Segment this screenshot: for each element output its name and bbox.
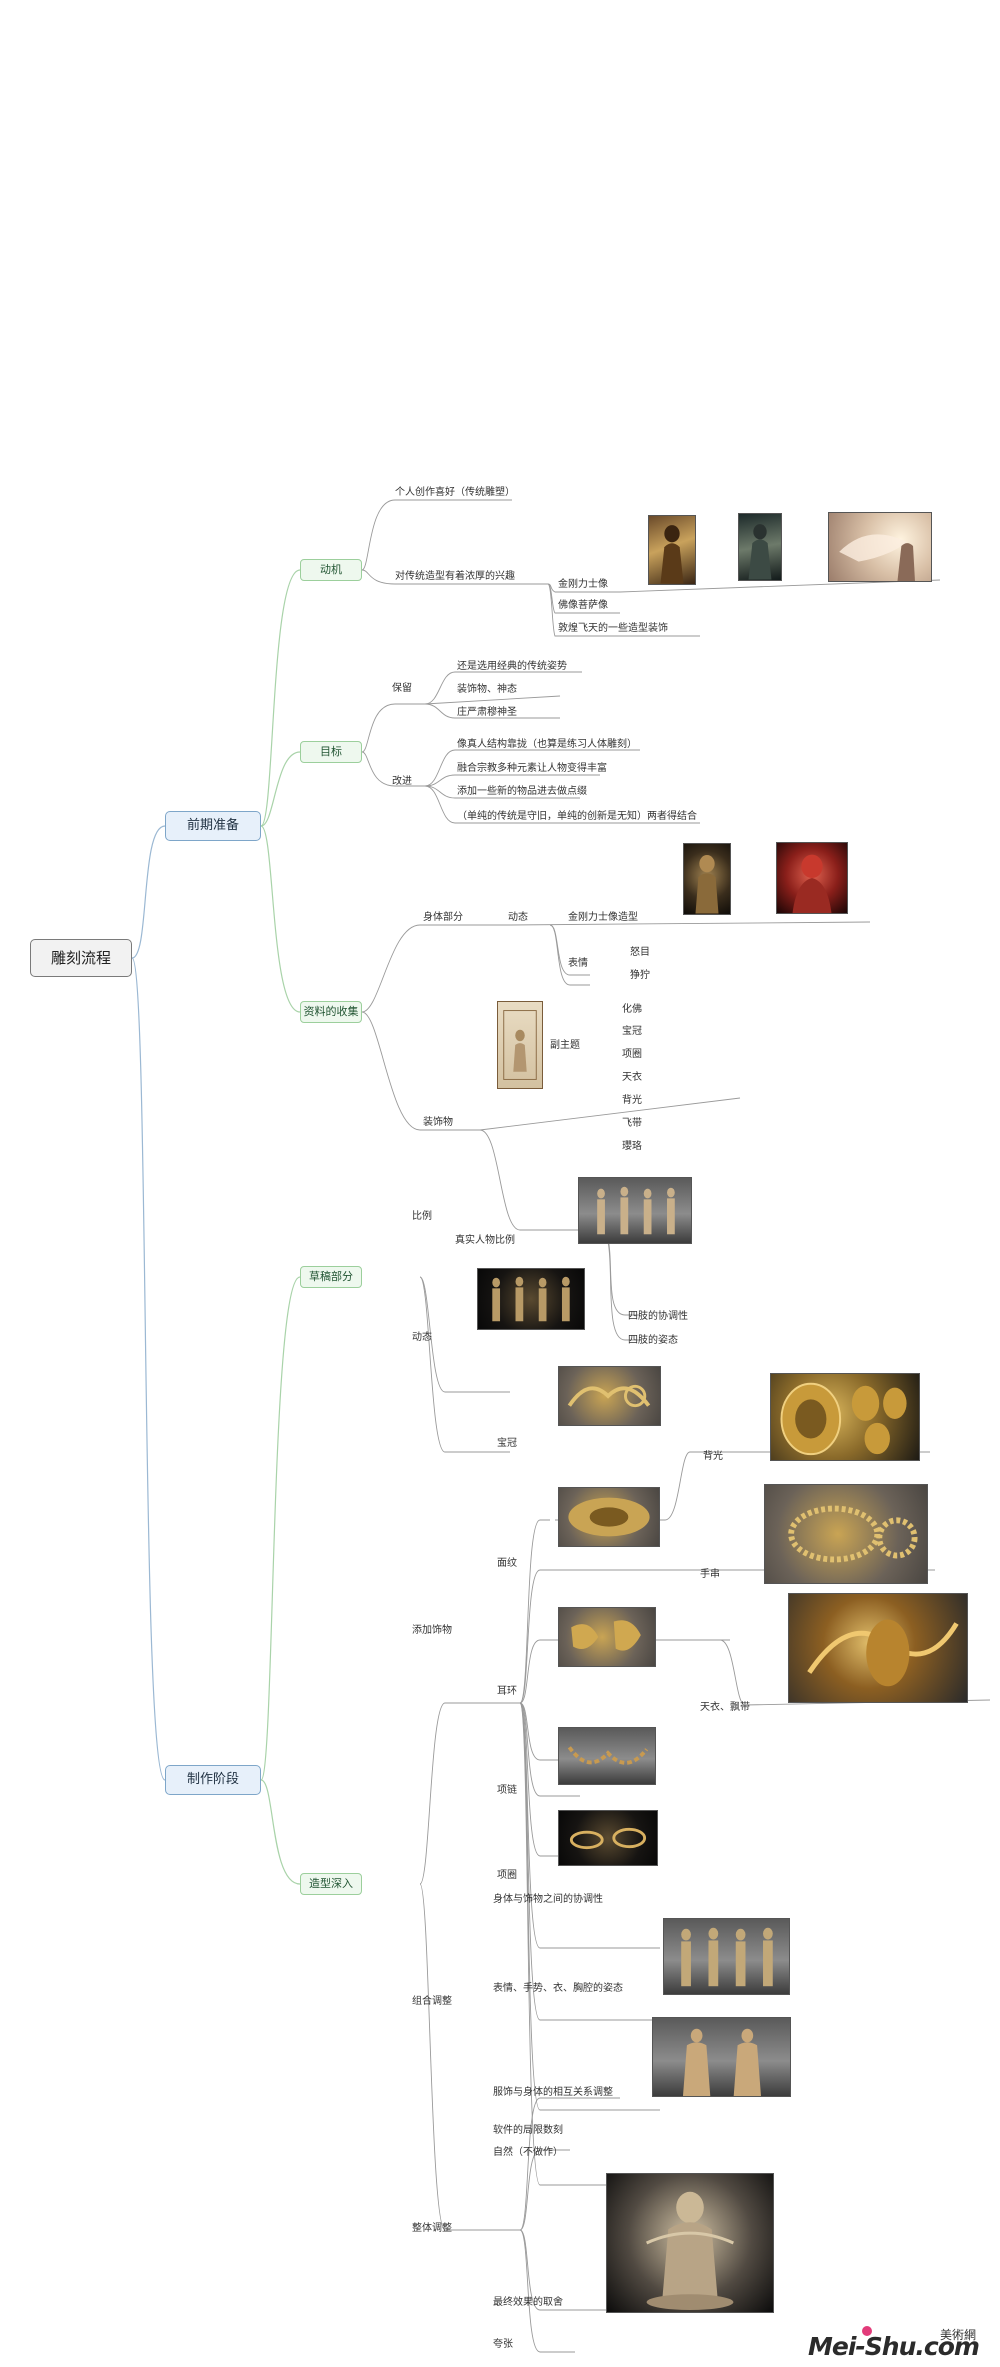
root-node[interactable]: 雕刻流程 [30,939,132,977]
motive-item-1[interactable]: 对传统造型有着浓厚的兴趣 [395,571,515,582]
combine-item-1[interactable]: 表情、手势、衣、胸腔的姿态 [493,1983,623,1994]
orn-item-0[interactable]: 化佛 [622,1004,642,1015]
photo-crown [558,1366,661,1426]
photo-vajra-statue [683,843,731,915]
add-right-1[interactable]: 手串 [700,1569,720,1580]
photo-collar [558,1810,658,1866]
deep-combine[interactable]: 组合调整 [412,1996,452,2007]
goal-improve[interactable]: 改进 [392,776,412,787]
motive-sub-0[interactable]: 金刚力士像 [558,579,608,590]
orn-item-3[interactable]: 天衣 [622,1072,642,1083]
whole-item-1[interactable]: 自然（不做作） [493,2147,563,2158]
orn-item-2[interactable]: 项圈 [622,1049,642,1060]
watermark-text: Mei-Shu.com [808,2332,980,2361]
ref-expr-0[interactable]: 怒目 [630,947,650,958]
photo-apsara [828,512,932,582]
improve-item-3[interactable]: （单纯的传统是守旧，单纯的创新是无知）两者得结合 [457,811,697,822]
motive-item-0[interactable]: 个人创作喜好（传统雕塑） [395,487,515,498]
photo-combine-clothing [652,2017,791,2097]
improve-item-2[interactable]: 添加一些新的物品进去做点缀 [457,786,587,797]
improve-item-1[interactable]: 融合宗教多种元素让人物变得丰富 [457,763,607,774]
deep-add[interactable]: 添加饰物 [412,1625,452,1636]
sketch-pose[interactable]: 动态 [412,1332,432,1343]
ref-vajra[interactable]: 金刚力士像造型 [568,912,638,923]
add-item-3[interactable]: 项链 [497,1785,517,1796]
photo-sketch-pose [477,1268,585,1330]
node-sketch[interactable]: 草稿部分 [300,1266,362,1288]
photo-bracelet [764,1484,928,1584]
add-item-1[interactable]: 面纹 [497,1558,517,1569]
orn-item-1[interactable]: 宝冠 [622,1026,642,1037]
ref-expression[interactable]: 表情 [568,958,588,969]
photo-red-vajra [776,842,848,914]
sketch-ratio[interactable]: 比例 [412,1211,432,1222]
keep-item-0[interactable]: 还是选用经典的传统姿势 [457,661,567,672]
photo-combine-figures [663,1918,790,1995]
orn-item-5[interactable]: 飞带 [622,1118,642,1129]
sketch-pose-0[interactable]: 四肢的协调性 [628,1311,688,1322]
add-right-0[interactable]: 背光 [703,1451,723,1462]
photo-vajra-1 [648,515,696,585]
ref-fu[interactable]: 副主题 [550,1040,580,1051]
goal-keep[interactable]: 保留 [392,683,412,694]
node-goal[interactable]: 目标 [300,741,362,763]
ref-body[interactable]: 身体部分 [423,912,463,923]
node-make[interactable]: 制作阶段 [165,1765,261,1795]
node-motive[interactable]: 动机 [300,559,362,581]
whole-item-2[interactable]: 最终效果的取舍 [493,2297,563,2308]
photo-face-pattern [558,1487,660,1547]
sketch-pose-1[interactable]: 四肢的姿态 [628,1335,678,1346]
whole-item-0[interactable]: 软件的局限数刻 [493,2125,563,2136]
watermark-cn: 美術網 [940,2328,977,2342]
motive-sub-1[interactable]: 佛像菩萨像 [558,600,608,611]
add-right-2[interactable]: 天衣、飘带 [700,1702,750,1713]
wire-root-make [131,957,166,1781]
orn-item-4[interactable]: 背光 [622,1095,642,1106]
ref-dynamic[interactable]: 动态 [508,912,528,923]
photo-halo [770,1373,920,1461]
watermark-dot-icon [862,2326,872,2336]
deep-whole[interactable]: 整体调整 [412,2223,452,2234]
motive-sub-2[interactable]: 敦煌飞天的一些造型装饰 [558,623,668,634]
keep-item-2[interactable]: 庄严肃穆神圣 [457,707,517,718]
photo-necklace [558,1727,656,1785]
improve-item-0[interactable]: 像真人结构靠拢（也算是练习人体雕刻） [457,739,637,750]
photo-sketch-proportion [578,1177,692,1244]
keep-item-1[interactable]: 装饰物、神态 [457,684,517,695]
add-item-2[interactable]: 耳环 [497,1686,517,1697]
combine-item-0[interactable]: 身体与饰物之间的协调性 [493,1894,603,1905]
sketch-real[interactable]: 真实人物比例 [455,1235,515,1246]
whole-item-3[interactable]: 夸张 [493,2339,513,2350]
node-ref[interactable]: 资料的收集 [300,1001,362,1023]
combine-item-2[interactable]: 服饰与身体的相互关系调整 [493,2087,613,2098]
ref-expr-1[interactable]: 狰狞 [630,970,650,981]
photo-vajra-2 [738,513,782,581]
ref-ornament[interactable]: 装饰物 [423,1117,453,1128]
orn-item-6[interactable]: 瓔珞 [622,1141,642,1152]
photo-final-sculpture [606,2173,774,2313]
photo-scroll [497,1001,543,1089]
add-item-4[interactable]: 项圈 [497,1870,517,1881]
site-watermark: Mei-Shu.com 美術網 [808,2326,994,2362]
photo-drapery [788,1593,968,1703]
add-item-0[interactable]: 宝冠 [497,1438,517,1449]
photo-earrings [558,1607,656,1667]
node-prep[interactable]: 前期准备 [165,811,261,841]
node-deep[interactable]: 造型深入 [300,1873,362,1895]
wire-root-prep [131,825,166,959]
